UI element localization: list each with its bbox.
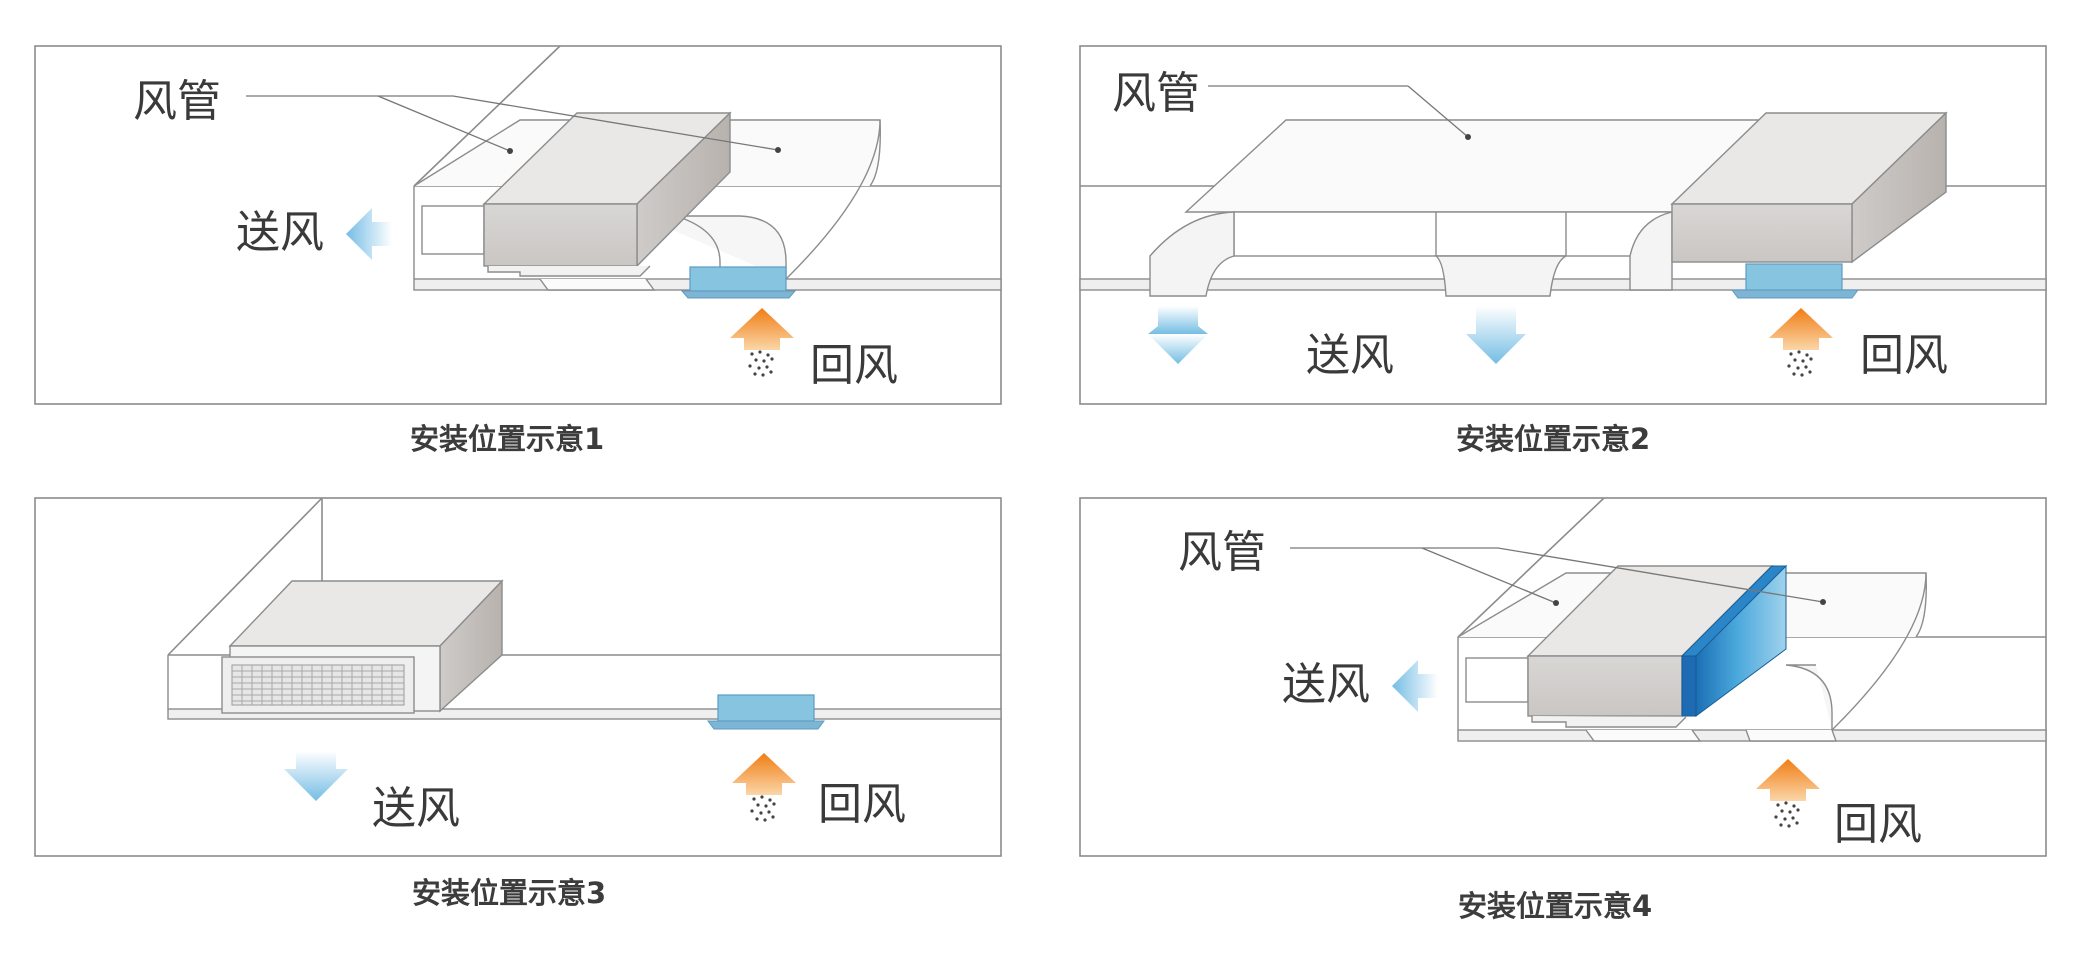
supply-air-arrow-icon: [1148, 306, 1208, 364]
diagram-panel-2: 风管 送风 回风 安装位置示意2: [1046, 0, 2092, 489]
duct-label: 风管: [133, 76, 221, 127]
return-air-label: 回风: [818, 779, 906, 830]
supply-air-arrow-icon: [346, 208, 392, 260]
supply-air-label: 送风: [1282, 659, 1370, 710]
diagram-1-drawing: [34, 45, 1002, 405]
return-air-arrow-icon: [1769, 308, 1833, 377]
diagram-caption: 安装位置示意4: [1458, 889, 1653, 923]
return-air-label: 回风: [1860, 330, 1948, 381]
return-air-arrow-icon: [732, 753, 796, 822]
diagram-2-drawing: [1079, 45, 2047, 405]
supply-air-label: 送风: [236, 207, 324, 258]
diagram-panel-3: 送风 回风 安装位置示意3: [0, 489, 1046, 979]
diagram-caption: 安装位置示意2: [1456, 422, 1651, 456]
duct-label: 风管: [1112, 68, 1200, 119]
diagram-caption: 安装位置示意1: [410, 422, 605, 456]
supply-air-label: 送风: [1306, 330, 1394, 381]
supply-air-arrow-icon: [1392, 660, 1438, 712]
supply-air-arrow-icon: [1466, 306, 1526, 364]
supply-air-arrow-icon: [284, 751, 348, 801]
diagram-panel-4: 风管 送风 回风 安装位置示意4: [1046, 489, 2092, 979]
diagram-4-drawing: [1079, 497, 2047, 857]
return-air-label: 回风: [1834, 799, 1922, 850]
frame: [34, 45, 1002, 405]
diagram-caption: 安装位置示意3: [412, 876, 607, 910]
duct-label: 风管: [1178, 527, 1266, 578]
diagram-3-drawing: [34, 497, 1002, 857]
return-air-label: 回风: [810, 340, 898, 391]
return-air-arrow-icon: [730, 308, 794, 377]
diagram-panel-1: 风管 送风 回风 安装位置示意1: [0, 0, 1046, 489]
supply-air-label: 送风: [372, 783, 460, 834]
return-air-arrow-icon: [1756, 759, 1820, 828]
